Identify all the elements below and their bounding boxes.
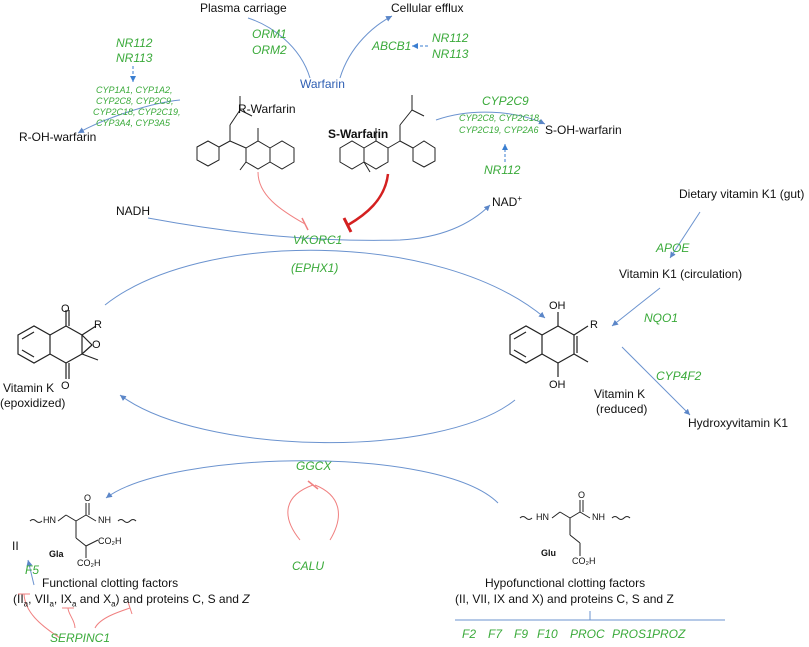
f5-gene: F5 [25, 563, 40, 577]
cyp-right-line-1: CYP2C8, CYP2C18, [459, 113, 542, 123]
gene-f2: F2 [462, 627, 477, 641]
gla-co2h-1: CO₂H [98, 536, 122, 546]
glu-label: Glu [541, 548, 556, 558]
gla-nh: NH [98, 515, 111, 525]
reduced-to-hydroxy-arrow [621, 346, 691, 416]
orm1-gene: ORM1 [252, 27, 287, 41]
glu-to-gla-arc [105, 460, 499, 504]
nqo1-gene: NQO1 [644, 311, 679, 325]
gene-f10: F10 [537, 627, 558, 641]
cyp-right-line-2: CYP2C19, CYP2A6 [459, 125, 539, 135]
cyp-left-line-1: CYP1A1, CYP1A2, [96, 85, 173, 95]
gla-structure [29, 503, 137, 558]
nadh-nad-arc [147, 204, 491, 241]
nr112-left: NR112 [116, 36, 153, 50]
cyp-left-line-4: CYP3A4, CYP3A5 [96, 118, 171, 128]
epox-o-bottom: O [61, 380, 70, 392]
nr113-left: NR113 [116, 51, 153, 65]
nad-text: NAD [492, 195, 518, 209]
r-warfarin-to-r-oh-arrow [77, 99, 181, 134]
vitamin-k-epoxidized-label-1: Vitamin K [3, 381, 55, 395]
cyp4f2-gene: CYP4F2 [656, 369, 702, 383]
gene-f9: F9 [514, 627, 529, 641]
gla-label: Gla [49, 549, 64, 559]
vitamin-k-epoxidized-label-2: (epoxidized) [0, 396, 66, 410]
f5-arrow [26, 559, 35, 586]
circulation-to-reduced-arrow [611, 287, 661, 327]
hypofunctional-factors-line: (II, VII, IX and X) and proteins C, S an… [455, 592, 674, 606]
epox-o-ring: O [92, 339, 101, 351]
vitamin-k-reduced-label-1: Vitamin K [594, 387, 646, 401]
red-oh-top: OH [549, 300, 566, 312]
apoe-gene: APOE [656, 241, 690, 255]
glu-o: O [578, 490, 586, 500]
vitamin-k-reduced-label-2: (reduced) [596, 402, 648, 416]
nad-superscript: + [517, 194, 523, 203]
factor-ii-label: II [12, 539, 19, 553]
r-warfarin-structure [196, 96, 295, 171]
epoxide-to-reduced-arc [104, 249, 546, 319]
warfarin-label: Warfarin [300, 77, 345, 91]
vkorc1-gene: VKORC1 [293, 233, 343, 247]
ephx1-gene: (EPHX1) [291, 261, 339, 275]
hypofunctional-clotting-factors-label: Hypofunctional clotting factors [485, 576, 646, 590]
warfarin-to-plasma-arrow [247, 17, 311, 79]
functional-factors-line: (IIa, VIIa, IXa and Xa) and proteins C, … [13, 592, 250, 609]
gla-co2h-2: CO₂H [77, 558, 101, 568]
s-oh-warfarin-label: S-OH-warfarin [545, 123, 622, 137]
glu-structure [519, 500, 631, 556]
epox-o-top: O [61, 303, 70, 315]
vitamin-k-reduced-structure [509, 312, 589, 377]
calu-inhibition [287, 484, 314, 541]
reduced-to-epoxide-arc [119, 394, 516, 444]
r-oh-warfarin-label: R-OH-warfarin [19, 130, 97, 144]
orm2-gene: ORM2 [252, 43, 287, 57]
nadh-label: NADH [116, 204, 151, 218]
cyp-left-line-3: CYP2C18, CYP2C19, [93, 107, 181, 117]
r-warfarin-label: R-Warfarin [238, 102, 296, 116]
functional-clotting-factors-label: Functional clotting factors [42, 576, 179, 590]
serpinc1-gene: SERPINC1 [50, 631, 111, 645]
epox-r: R [94, 319, 102, 331]
vitamin-k-epoxide-structure [17, 310, 99, 379]
plasma-carriage-label: Plasma carriage [200, 1, 287, 15]
gene-proz: PROZ [652, 627, 686, 641]
glu-co2h: CO₂H [572, 556, 596, 566]
warfarin-to-efflux-arrow [339, 15, 393, 79]
r-warfarin-inhibition [257, 171, 306, 225]
nr112-top-right: NR112 [432, 31, 469, 45]
vitamin-k1-circulation-label: Vitamin K1 (circulation) [619, 267, 743, 281]
gla-o: O [84, 493, 92, 503]
red-oh-bottom: OH [549, 379, 566, 391]
gene-proc: PROC [570, 627, 605, 641]
gene-f7: F7 [488, 627, 503, 641]
dietary-to-circulation-arrow [669, 211, 701, 259]
nr113-top-right: NR113 [432, 47, 469, 61]
glu-nh: NH [592, 512, 605, 522]
s-warfarin-label: S-Warfarin [328, 127, 389, 141]
red-r: R [590, 319, 598, 331]
ggcx-gene: GGCX [296, 459, 332, 473]
cyp2c9-gene: CYP2C9 [482, 94, 529, 108]
gene-pros1: PROS1 [612, 627, 653, 641]
serpinc1-inhibition [18, 593, 133, 639]
calu-gene: CALU [292, 559, 325, 573]
s-warfarin-structure [339, 95, 436, 173]
dietary-vitamin-k1-label: Dietary vitamin K1 (gut) [679, 187, 805, 201]
gla-hn: HN [43, 515, 56, 525]
glu-hn: HN [536, 512, 549, 522]
s-warfarin-to-s-oh-arrow [435, 111, 546, 125]
cyp-left-line-2: CYP2C8, CYP2C9, [96, 96, 174, 106]
s-warfarin-inhibition [347, 173, 390, 227]
cellular-efflux-label: Cellular efflux [391, 1, 464, 15]
abcb1-gene: ABCB1 [372, 39, 412, 53]
hydroxyvitamin-k1-label: Hydroxyvitamin K1 [688, 416, 789, 430]
nr112-right: NR112 [484, 163, 521, 177]
nad-label: NAD+ [492, 194, 523, 209]
